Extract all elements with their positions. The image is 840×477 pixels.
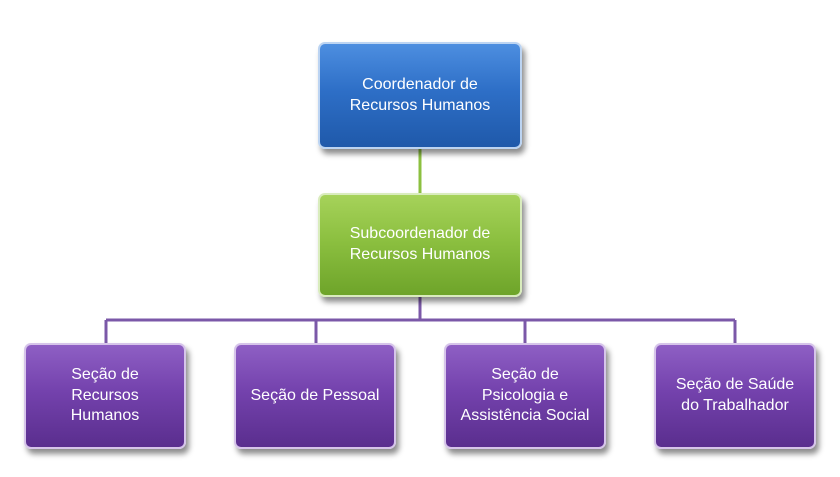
node-secao-psicologia: Seção de Psicologia e Assistência Social — [444, 343, 606, 449]
node-secao-psicologia-label: Seção de Psicologia e Assistência Social — [460, 365, 590, 425]
node-coordenador-label: Coordenador de Recursos Humanos — [349, 75, 491, 114]
node-secao-recursos-humanos: Seção de Recursos Humanos — [24, 343, 186, 449]
node-secao-saude-trabalhador: Seção de Saúde do Trabalhador — [654, 343, 816, 449]
node-secao-saude-trabalhador-label: Seção de Saúde do Trabalhador — [675, 376, 795, 414]
node-subcoordenador-label: Subcoordenador de Recursos Humanos — [349, 225, 491, 263]
node-secao-pessoal: Seção de Pessoal — [234, 343, 396, 449]
node-coordenador: Coordenador de Recursos Humanos — [318, 42, 522, 149]
node-secao-recursos-humanos-label: Seção de Recursos Humanos — [70, 365, 140, 425]
node-subcoordenador: Subcoordenador de Recursos Humanos — [318, 193, 522, 297]
node-secao-pessoal-label: Seção de Pessoal — [250, 386, 380, 404]
